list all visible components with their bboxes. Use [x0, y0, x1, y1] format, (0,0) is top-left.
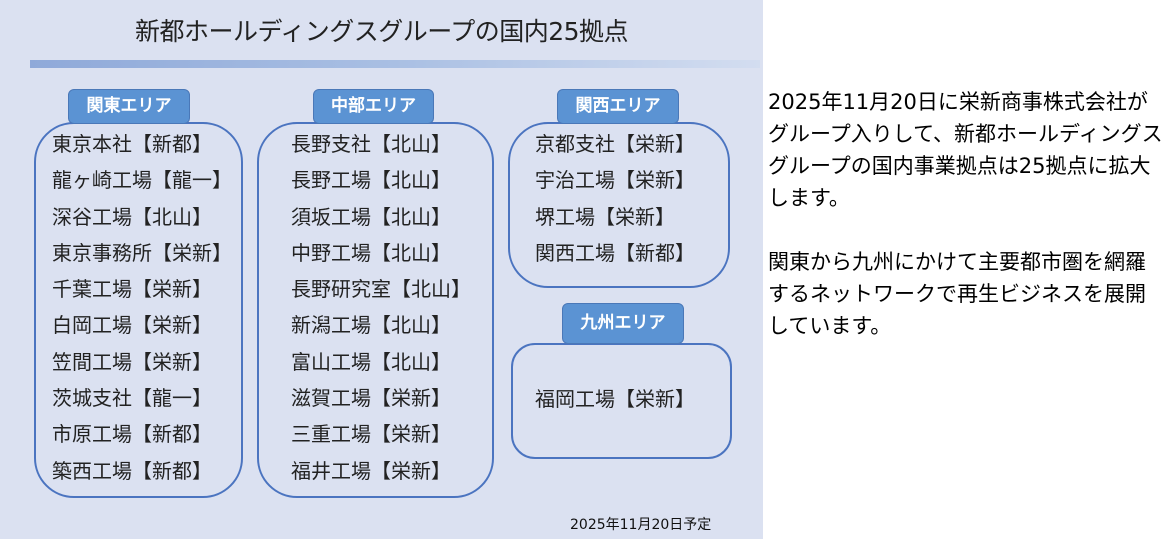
description-paragraph: 関東から九州にかけて主要都市圏を網羅するネットワークで再生ビジネスを展開していま… [768, 250, 1146, 338]
kyushu-area-label: 九州エリア [562, 303, 684, 344]
site-item: 千葉工場【栄新】 [52, 277, 212, 302]
site-item: 堺工場【栄新】 [535, 204, 675, 229]
site-item: 茨城支社【龍一】 [52, 386, 212, 411]
site-item: 笠間工場【栄新】 [52, 349, 212, 374]
kansai-area-label: 関西エリア [557, 89, 679, 124]
kanto-area-label: 関東エリア [68, 89, 190, 124]
site-item: 富山工場【北山】 [291, 349, 451, 374]
site-item: 築西工場【新都】 [52, 458, 212, 483]
site-item: 福岡工場【栄新】 [535, 387, 695, 411]
site-item: 龍ヶ崎工場【龍一】 [52, 168, 232, 193]
site-item: 須坂工場【北山】 [291, 204, 451, 229]
site-item: 東京本社【新都】 [52, 132, 212, 156]
page-title: 新都ホールディングスグループの国内25拠点 [134, 17, 629, 46]
description-text: 2025年11月20日に栄新商事株式会社がグループ入りして、新都ホールディングス… [768, 86, 1163, 374]
kansai-site-list: 京都支社【栄新】 宇治工場【栄新】 堺工場【栄新】 関西工場【新都】 [535, 126, 695, 271]
site-item: 東京事務所【栄新】 [52, 240, 232, 265]
site-item: 市原工場【新都】 [52, 422, 212, 447]
chubu-site-list: 長野支社【北山】 長野工場【北山】 須坂工場【北山】 中野工場【北山】 長野研究… [291, 126, 471, 489]
site-item: 福井工場【栄新】 [291, 458, 451, 483]
site-item: 関西工場【新都】 [535, 240, 695, 265]
site-item: 長野支社【北山】 [291, 132, 451, 156]
site-item: 深谷工場【北山】 [52, 204, 212, 229]
site-item: 滋賀工場【栄新】 [291, 386, 451, 411]
infographic-panel: 新都ホールディングスグループの国内25拠点 関東エリア 東京本社【新都】 龍ヶ崎… [0, 0, 763, 539]
site-item: 長野工場【北山】 [291, 168, 451, 193]
title-divider [30, 60, 760, 68]
site-item: 宇治工場【栄新】 [535, 168, 695, 193]
site-item: 長野研究室【北山】 [291, 277, 471, 302]
site-item: 白岡工場【栄新】 [52, 313, 212, 338]
site-item: 三重工場【栄新】 [291, 422, 451, 447]
site-item: 中野工場【北山】 [291, 240, 451, 265]
chubu-area-label: 中部エリア [313, 89, 434, 124]
description-paragraph: 2025年11月20日に栄新商事株式会社がグループ入りして、新都ホールディングス… [768, 90, 1163, 210]
site-item: 新潟工場【北山】 [291, 313, 451, 338]
kanto-site-list: 東京本社【新都】 龍ヶ崎工場【龍一】 深谷工場【北山】 東京事務所【栄新】 千葉… [52, 126, 232, 489]
kyushu-area-box [511, 343, 732, 459]
kyushu-site-list: 福岡工場【栄新】 [535, 381, 695, 417]
site-item: 京都支社【栄新】 [535, 132, 695, 156]
date-note: 2025年11月20日予定 [570, 517, 712, 533]
